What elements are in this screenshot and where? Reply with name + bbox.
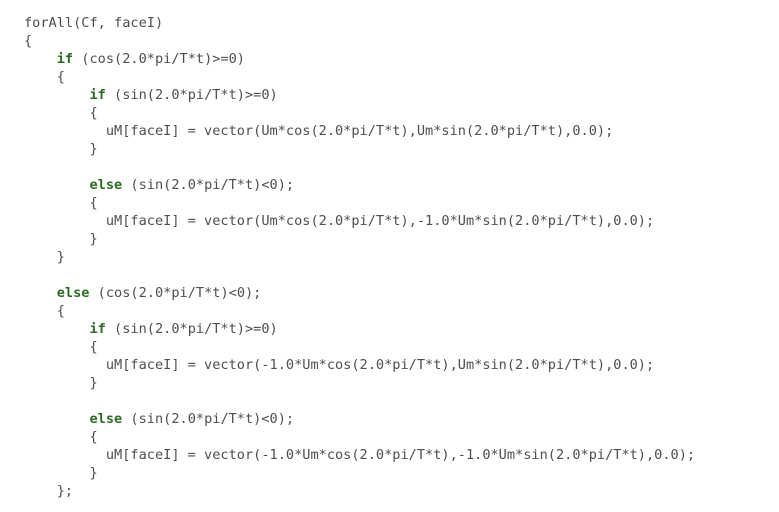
- code-text: }: [89, 465, 98, 481]
- code-line: else (sin(2.0*pi/T*t)<0);: [24, 176, 695, 194]
- code-indent: [24, 285, 57, 301]
- code-text: forAll(Cf, faceI): [24, 15, 164, 31]
- code-text: uM[faceI] = vector(Um*cos(2.0*pi/T*t),-1…: [105, 213, 655, 229]
- code-indent: [24, 321, 89, 337]
- code-text: {: [89, 429, 98, 445]
- code-text: }: [56, 249, 65, 265]
- code-line: {: [24, 68, 695, 86]
- code-line: if (sin(2.0*pi/T*t)>=0): [24, 86, 695, 104]
- code-indent: [24, 105, 89, 121]
- code-text: {: [56, 303, 65, 319]
- code-line: forAll(Cf, faceI): [24, 14, 695, 32]
- code-indent: [24, 177, 89, 193]
- code-text: }: [89, 231, 98, 247]
- code-line: {: [24, 32, 695, 50]
- code-indent: [24, 411, 89, 427]
- code-line: };: [24, 482, 695, 500]
- code-line: {: [24, 338, 695, 356]
- code-line: [24, 158, 695, 176]
- code-indent: [24, 447, 106, 463]
- code-text: {: [24, 33, 33, 49]
- code-text: uM[faceI] = vector(-1.0*Um*cos(2.0*pi/T*…: [105, 357, 655, 373]
- code-line: uM[faceI] = vector(Um*cos(2.0*pi/T*t),Um…: [24, 122, 695, 140]
- code-indent: [24, 249, 57, 265]
- code-line: uM[faceI] = vector(-1.0*Um*cos(2.0*pi/T*…: [24, 446, 695, 464]
- code-line: [24, 266, 695, 284]
- code-text: (sin(2.0*pi/T*t)<0);: [122, 177, 295, 193]
- code-text: (cos(2.0*pi/T*t)>=0): [73, 51, 245, 67]
- code-indent: [24, 213, 106, 229]
- code-line: [24, 392, 695, 410]
- code-indent: [24, 195, 89, 211]
- code-line: }: [24, 464, 695, 482]
- code-indent: [24, 69, 57, 85]
- code-line: uM[faceI] = vector(Um*cos(2.0*pi/T*t),-1…: [24, 212, 695, 230]
- code-text: {: [89, 195, 98, 211]
- code-text: uM[faceI] = vector(-1.0*Um*cos(2.0*pi/T*…: [105, 447, 696, 463]
- code-text: {: [89, 105, 98, 121]
- code-line: {: [24, 302, 695, 320]
- code-indent: [24, 357, 106, 373]
- code-line: if (sin(2.0*pi/T*t)>=0): [24, 320, 695, 338]
- code-indent: [24, 231, 89, 247]
- code-text: }: [89, 375, 98, 391]
- code-line: }: [24, 230, 695, 248]
- code-line: {: [24, 194, 695, 212]
- code-line: {: [24, 428, 695, 446]
- code-line: if (cos(2.0*pi/T*t)>=0): [24, 50, 695, 68]
- code-line: else (cos(2.0*pi/T*t)<0);: [24, 284, 695, 302]
- code-keyword: if: [56, 51, 74, 67]
- code-text: (sin(2.0*pi/T*t)>=0): [105, 87, 278, 103]
- code-text: {: [56, 69, 65, 85]
- code-text: };: [56, 483, 74, 499]
- code-indent: [24, 303, 57, 319]
- code-text: (cos(2.0*pi/T*t)<0);: [89, 285, 262, 301]
- code-line: }: [24, 140, 695, 158]
- code-text: }: [89, 141, 98, 157]
- code-indent: [24, 51, 57, 67]
- code-line: }: [24, 374, 695, 392]
- code-block: forAll(Cf, faceI) { if (cos(2.0*pi/T*t)>…: [24, 14, 695, 500]
- code-indent: [24, 429, 89, 445]
- code-text: uM[faceI] = vector(Um*cos(2.0*pi/T*t),Um…: [105, 123, 614, 139]
- code-text: (sin(2.0*pi/T*t)>=0): [105, 321, 278, 337]
- code-indent: [24, 141, 89, 157]
- code-line: {: [24, 104, 695, 122]
- code-keyword: else: [56, 285, 90, 301]
- code-indent: [24, 87, 89, 103]
- code-line: uM[faceI] = vector(-1.0*Um*cos(2.0*pi/T*…: [24, 356, 695, 374]
- code-line: }: [24, 248, 695, 266]
- code-keyword: else: [89, 411, 123, 427]
- code-keyword: if: [89, 321, 106, 337]
- code-indent: [24, 339, 89, 355]
- code-keyword: if: [89, 87, 106, 103]
- code-indent: [24, 375, 89, 391]
- code-text: {: [89, 339, 98, 355]
- code-indent: [24, 465, 89, 481]
- code-indent: [24, 123, 106, 139]
- code-keyword: else: [89, 177, 123, 193]
- code-indent: [24, 483, 57, 499]
- code-text: (sin(2.0*pi/T*t)<0);: [122, 411, 295, 427]
- code-line: else (sin(2.0*pi/T*t)<0);: [24, 410, 695, 428]
